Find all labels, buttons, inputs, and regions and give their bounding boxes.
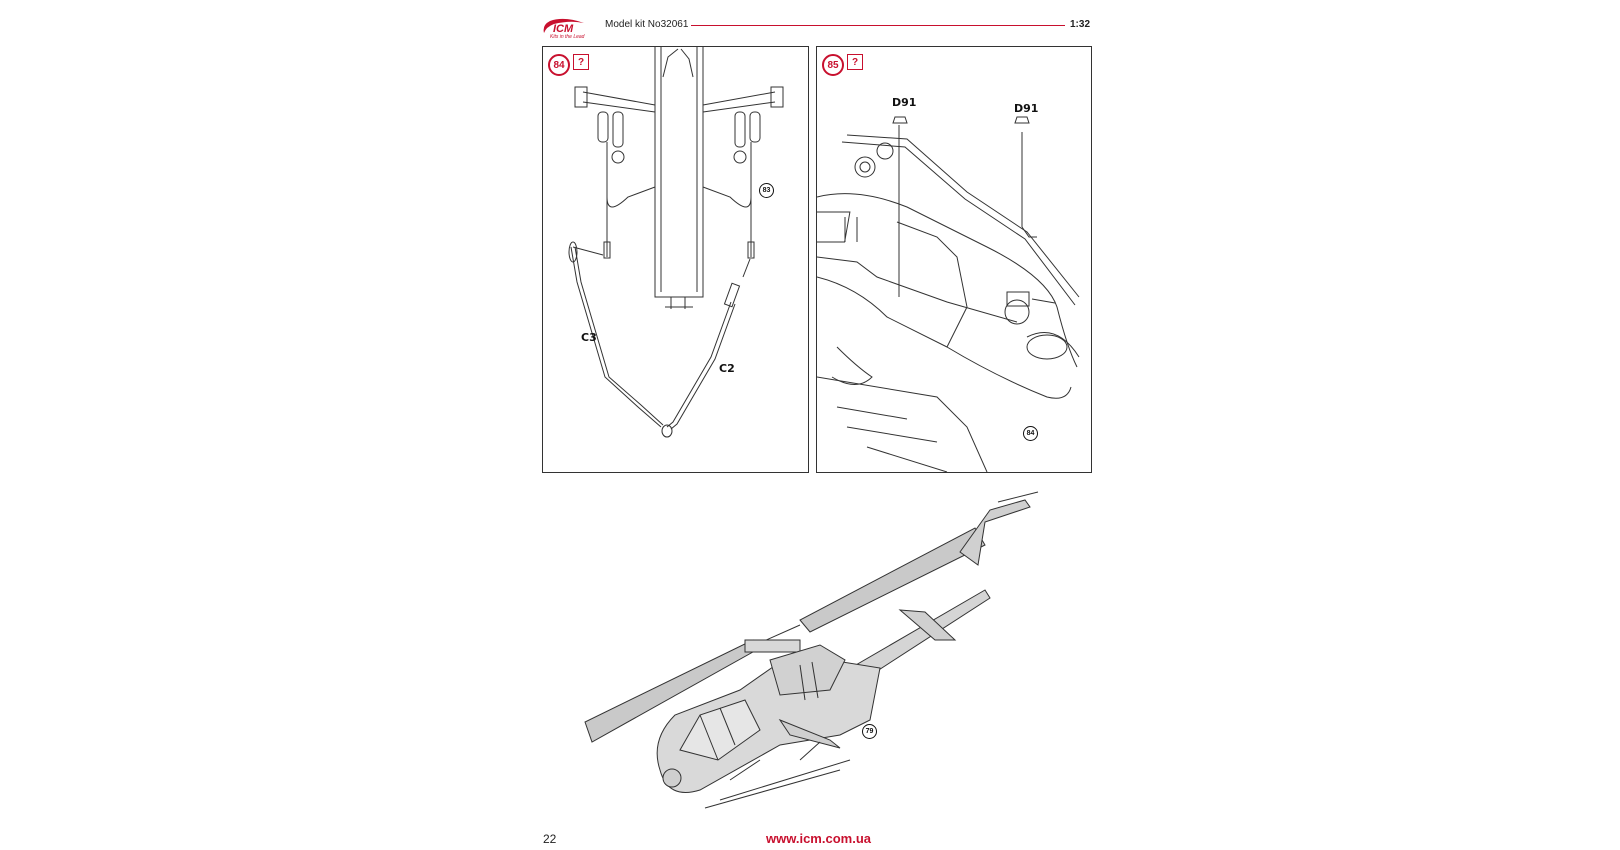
part-label-c2: C2 xyxy=(719,362,735,375)
icm-logo: ICM xyxy=(543,18,584,35)
part-label-d91: D91 xyxy=(892,96,917,109)
scale-label: 1:32 xyxy=(1070,19,1091,30)
website-link[interactable]: www.icm.com.ua xyxy=(766,831,871,846)
step-85-panel: 85 ? xyxy=(816,46,1092,473)
reference-step-circle: 79 xyxy=(862,724,877,739)
model-kit-number: Model kit No32061 xyxy=(605,19,689,30)
part-label-d91: D91 xyxy=(1014,102,1039,115)
step-84-panel: 84 ? xyxy=(542,46,809,473)
step-84-drawing xyxy=(568,47,784,438)
header-divider xyxy=(691,25,1065,26)
part-label-c3: C3 xyxy=(581,331,597,344)
page-number: 22 xyxy=(543,832,557,846)
question-box-icon: ? xyxy=(847,54,863,70)
step-number-badge: 84 xyxy=(548,54,570,76)
question-box-icon: ? xyxy=(573,54,589,70)
reference-step-circle: 84 xyxy=(1023,426,1038,441)
step-number-badge: 85 xyxy=(822,54,844,76)
reference-step-circle: 83 xyxy=(759,183,774,198)
brand-tagline: Kits in the Lead xyxy=(550,34,585,40)
svg-text:ICM: ICM xyxy=(553,23,574,35)
step-85-drawing xyxy=(817,116,1080,472)
